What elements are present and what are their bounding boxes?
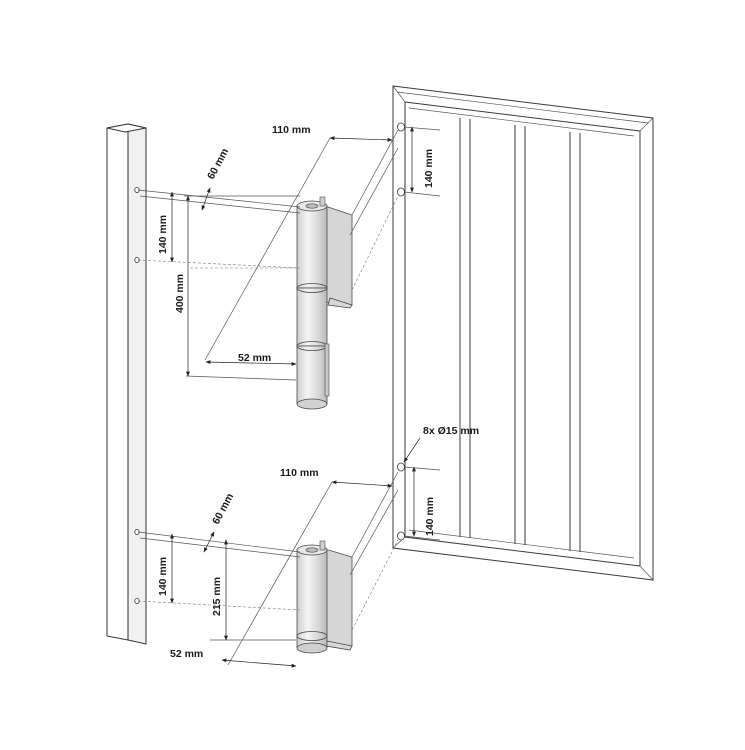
bottom-post-spacing-label: 140 mm <box>157 557 169 596</box>
top-leaf-label: 52 mm <box>238 352 271 364</box>
dimension-lines <box>170 126 441 668</box>
top-post-spacing-label: 140 mm <box>157 215 169 254</box>
gate-frame <box>392 85 654 581</box>
reference-lines <box>137 129 399 641</box>
top-gate-spacing-label: 140 mm <box>423 149 435 188</box>
bottom-hinge-leaf <box>324 548 353 647</box>
bottom-depth-label: 60 mm <box>210 491 236 526</box>
gate-hole <box>397 187 405 197</box>
bottom-offset-label: 110 mm <box>280 467 319 479</box>
bottom-gate-spacing-label: 140 mm <box>424 497 436 536</box>
post-front-face <box>106 123 129 641</box>
gate-bar <box>459 118 471 538</box>
post <box>106 123 147 645</box>
gate-hole <box>397 531 405 541</box>
gate-bar <box>514 125 526 545</box>
gate-hole <box>397 122 405 132</box>
gate-hole <box>397 462 405 472</box>
top-depth-label: 60 mm <box>205 146 231 181</box>
top-hinge-barrel-upper <box>296 205 328 289</box>
top-hinge <box>296 196 353 410</box>
bottom-leaf-label: 52 mm <box>170 648 203 660</box>
bottom-height-label: 215 mm <box>211 577 223 616</box>
bottom-hinge-barrel <box>296 549 328 649</box>
bottom-hinge <box>296 540 353 654</box>
gate-inner-frame <box>404 101 641 567</box>
top-height-label: 400 mm <box>174 274 186 313</box>
post-side-face <box>127 123 147 645</box>
top-hinge-barrel-middle <box>296 287 328 347</box>
gate-bar <box>569 132 581 552</box>
holes-note-label: 8x Ø15 mm <box>423 425 479 437</box>
top-hinge-barrel-lower <box>296 345 328 405</box>
post-top-cap <box>106 123 147 133</box>
dimension-labels: 110 mm 60 mm 140 mm 400 mm 52 mm 140 mm … <box>157 124 479 660</box>
top-hinge-leaf <box>324 205 353 306</box>
top-offset-label: 110 mm <box>272 124 311 136</box>
